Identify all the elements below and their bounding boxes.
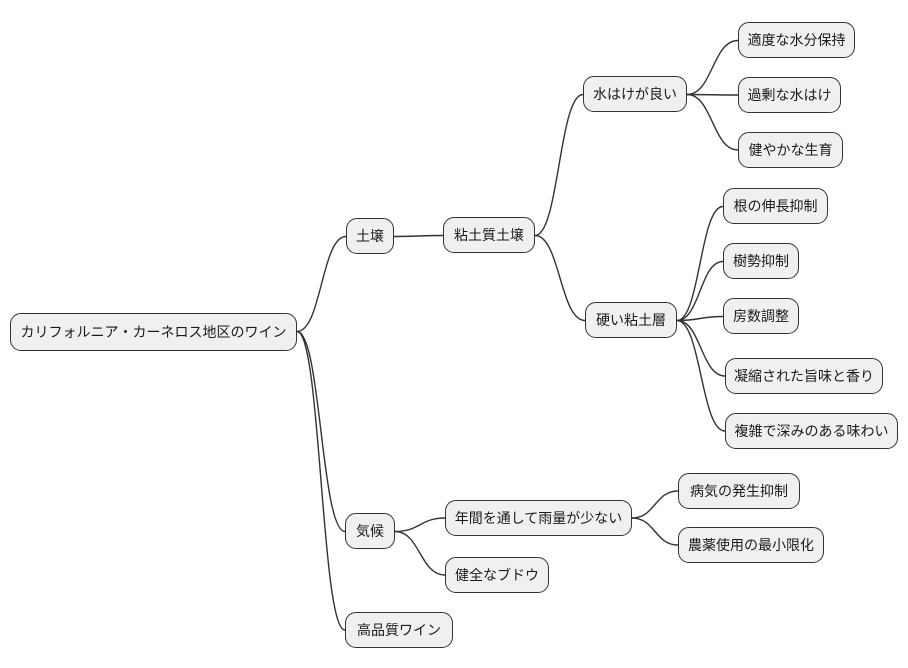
edge-clay-hard-clay <box>534 234 586 322</box>
edge-root-climate <box>296 330 346 533</box>
edge-soil-clay-soil <box>393 234 444 238</box>
node-label: 硬い粘土層 <box>596 312 666 328</box>
node-label: 健やかな生育 <box>748 142 833 158</box>
edge-root-quality-wine <box>296 330 346 631</box>
edge-clay-good-drainage <box>534 93 584 237</box>
edge-drainage-growth <box>686 93 739 151</box>
mindmap-node-healthy-grapes[interactable]: 健全なブドウ <box>445 557 549 593</box>
mindmap-node-hard-clay[interactable]: 硬い粘土層 <box>585 302 677 338</box>
mindmap-node-healthy-growth[interactable]: 健やかな生育 <box>738 132 843 168</box>
node-label: 凝縮された旨味と香り <box>734 368 874 384</box>
edge-drainage-excess <box>686 93 739 96</box>
node-label: カリフォルニア・カーネロス地区のワイン <box>20 324 287 340</box>
node-label: 健全なブドウ <box>455 567 539 583</box>
node-label: 年間を通して雨量が少ない <box>454 510 623 526</box>
node-label: 病気の発生抑制 <box>690 483 788 499</box>
node-label: 高品質ワイン <box>357 622 441 638</box>
mindmap-node-vigor-suppression[interactable]: 樹勢抑制 <box>723 243 799 279</box>
edge-hardclay-vigor <box>676 260 724 322</box>
mindmap-node-soil[interactable]: 土壌 <box>346 218 394 254</box>
mindmap-node-moderate-moisture[interactable]: 適度な水分保持 <box>738 22 855 58</box>
node-label: 水はけが良い <box>593 86 677 102</box>
mindmap-node-disease-suppression[interactable]: 病気の発生抑制 <box>678 473 800 509</box>
edge-hardclay-taste <box>676 319 726 432</box>
node-label: 土壌 <box>356 228 384 244</box>
mindmap-node-root-suppression[interactable]: 根の伸長抑制 <box>723 188 828 224</box>
edge-rainfall-pesticide <box>631 517 679 546</box>
node-label: 気候 <box>356 523 384 539</box>
mindmap-node-good-drainage[interactable]: 水はけが良い <box>583 76 687 112</box>
mindmap-node-low-rainfall[interactable]: 年間を通して雨量が少ない <box>445 500 632 536</box>
node-label: 農薬使用の最小限化 <box>688 537 814 553</box>
node-label: 適度な水分保持 <box>747 32 846 48</box>
mindmap-node-concentrated-flavor[interactable]: 凝縮された旨味と香り <box>725 358 883 394</box>
node-label: 粘土質土壌 <box>454 227 524 243</box>
edge-hardclay-root-suppression <box>676 205 724 322</box>
node-label: 房数調整 <box>733 308 789 324</box>
mindmap-node-quality-wine[interactable]: 高品質ワイン <box>345 612 453 648</box>
mindmap-node-complex-taste[interactable]: 複雑で深みのある味わい <box>725 413 898 449</box>
edge-hardclay-flavor <box>676 319 726 377</box>
node-label: 複雑で深みのある味わい <box>734 423 889 439</box>
mindmap-node-minimal-pesticide[interactable]: 農薬使用の最小限化 <box>678 527 824 563</box>
edge-drainage-moisture <box>686 39 739 96</box>
mindmap-node-climate[interactable]: 気候 <box>345 513 395 549</box>
edge-hardclay-cluster <box>676 315 724 322</box>
edge-root-soil <box>296 235 347 333</box>
node-label: 過剰な水はけ <box>747 87 832 103</box>
edge-climate-grapes <box>394 530 446 576</box>
mindmap-node-cluster-adjustment[interactable]: 房数調整 <box>723 298 799 334</box>
edge-rainfall-disease <box>631 490 679 519</box>
node-label: 根の伸長抑制 <box>733 198 818 214</box>
node-label: 樹勢抑制 <box>733 253 789 269</box>
mindmap-node-excess-drainage[interactable]: 過剰な水はけ <box>738 77 841 113</box>
mindmap-node-root[interactable]: カリフォルニア・カーネロス地区のワイン <box>10 313 297 351</box>
mindmap-node-clay-soil[interactable]: 粘土質土壌 <box>443 217 535 253</box>
edge-climate-rainfall <box>394 517 446 533</box>
